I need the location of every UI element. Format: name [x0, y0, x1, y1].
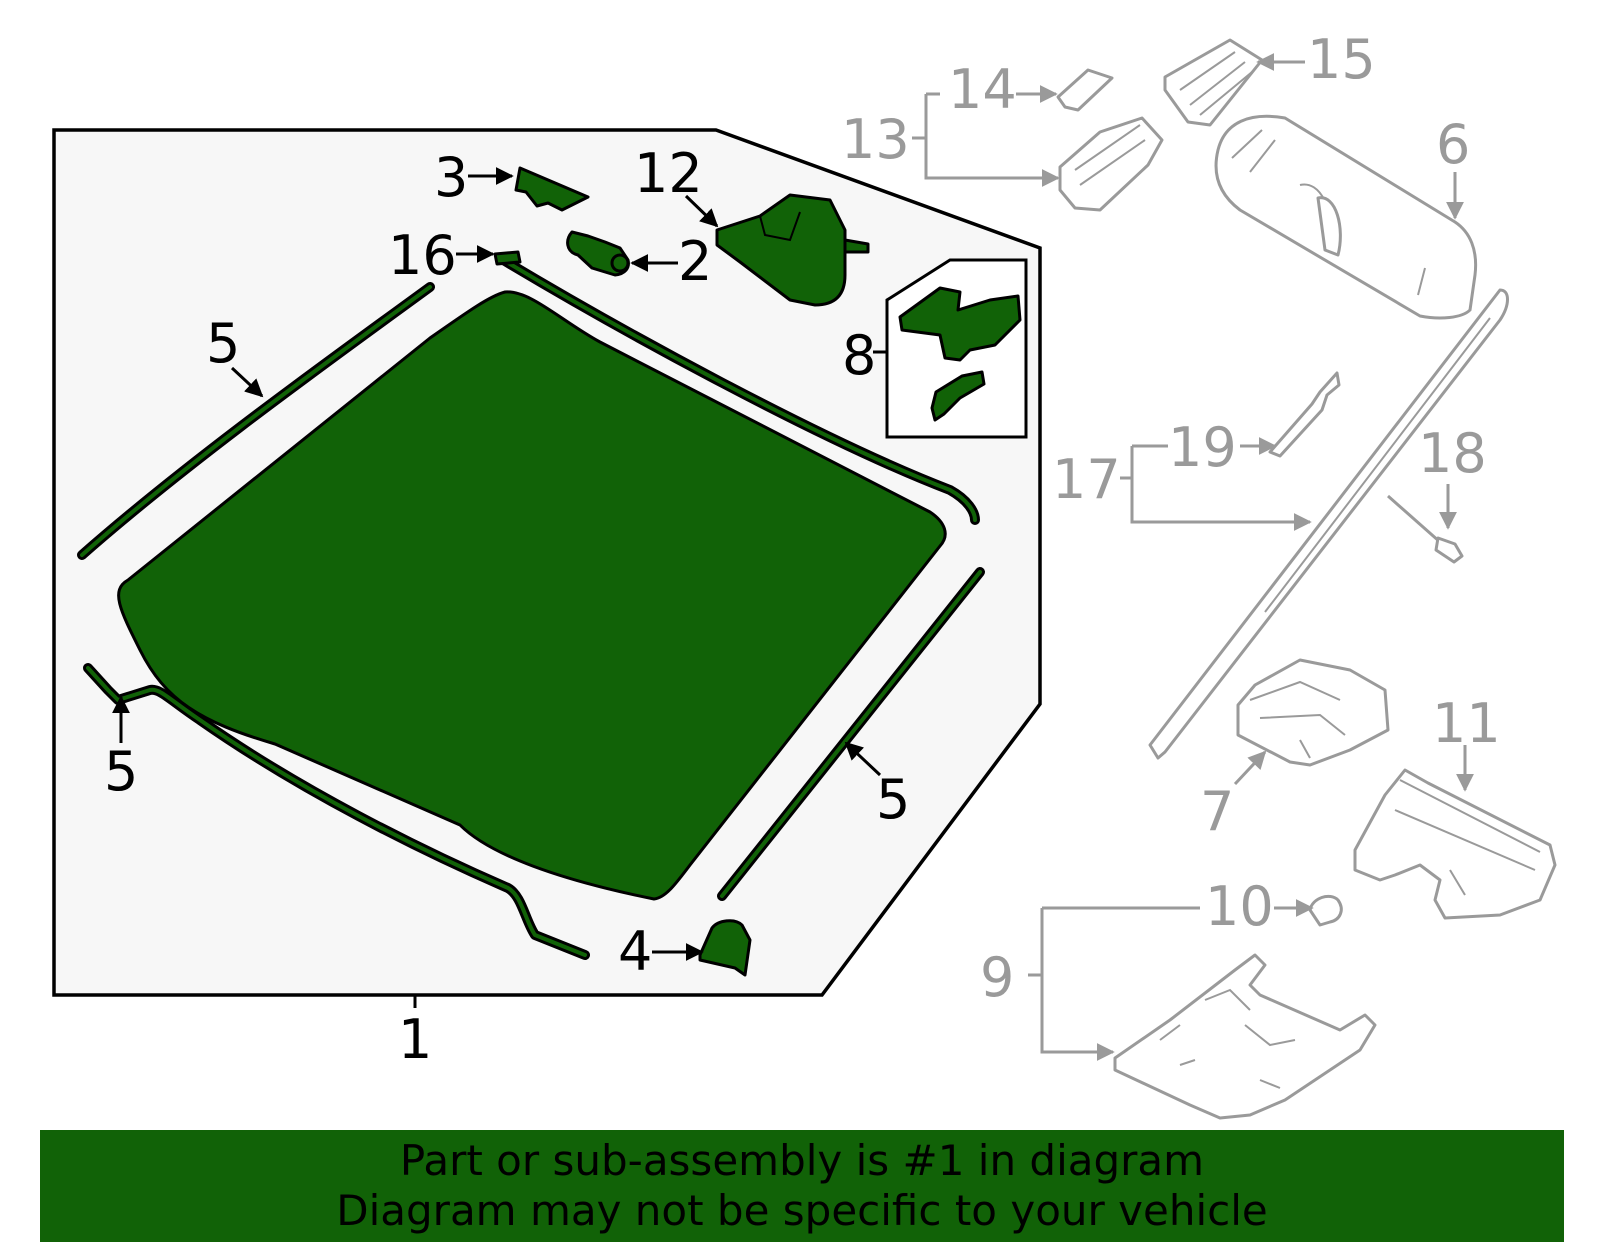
callout-1: 1 [398, 1008, 432, 1071]
callout-6: 6 [1436, 113, 1470, 176]
callout-7: 7 [1200, 780, 1234, 843]
callout-9: 9 [980, 946, 1014, 1009]
info-banner: Part or sub-assembly is #1 in diagram Di… [40, 1130, 1564, 1242]
part-12-housing [715, 193, 870, 307]
part-8-bracket [898, 286, 1022, 422]
callout-10: 10 [1205, 875, 1274, 938]
part-4-cap [698, 919, 752, 977]
molding-top-right-inner [498, 256, 977, 522]
part-14-pad [1056, 68, 1114, 112]
leader-5c [844, 741, 882, 777]
banner-line-2: Diagram may not be specific to your vehi… [336, 1186, 1268, 1235]
leader-9 [1028, 906, 1200, 1052]
part-15-cover [1163, 38, 1264, 127]
callout-3: 3 [434, 146, 468, 209]
callout-2: 2 [678, 230, 712, 293]
callout-16: 16 [388, 224, 457, 287]
part-10-clip [1308, 894, 1343, 927]
part-7-bracket [1236, 658, 1390, 767]
leader-13 [912, 92, 1058, 178]
leader-7 [1233, 750, 1267, 786]
part-18-screw [1387, 494, 1464, 564]
part-16-clip [493, 250, 522, 266]
leader-17 [1120, 444, 1310, 522]
windshield-glass[interactable] [117, 290, 947, 901]
part-6-mirror [1214, 114, 1478, 320]
callout-5-top: 5 [206, 312, 240, 375]
leader-5a [230, 366, 264, 398]
callout-13: 13 [841, 108, 910, 171]
banner-line-1: Part or sub-assembly is #1 in diagram [399, 1136, 1205, 1185]
callout-12: 12 [634, 142, 703, 205]
part-11-cover [1353, 768, 1557, 920]
molding-top-left-inner [80, 285, 432, 557]
callout-18: 18 [1418, 422, 1487, 485]
callout-15: 15 [1307, 28, 1376, 91]
part-2-sensor [566, 230, 630, 277]
callout-5-bottom: 5 [104, 740, 138, 803]
callout-19: 19 [1168, 416, 1237, 479]
callout-4: 4 [618, 920, 652, 983]
molding-bottom-inner [86, 666, 587, 957]
callout-11: 11 [1432, 692, 1501, 755]
part-13-housing [1058, 116, 1164, 212]
callout-14: 14 [948, 58, 1017, 121]
callout-5-right: 5 [876, 768, 910, 831]
leader-12 [684, 194, 719, 228]
callout-17: 17 [1052, 448, 1121, 511]
part-9-console [1113, 953, 1377, 1120]
part-3-bracket [514, 166, 590, 212]
part-19-clip [1268, 371, 1341, 458]
callout-8: 8 [842, 324, 876, 387]
molding-right-inner [720, 570, 982, 898]
part-17-trim [1148, 288, 1509, 760]
